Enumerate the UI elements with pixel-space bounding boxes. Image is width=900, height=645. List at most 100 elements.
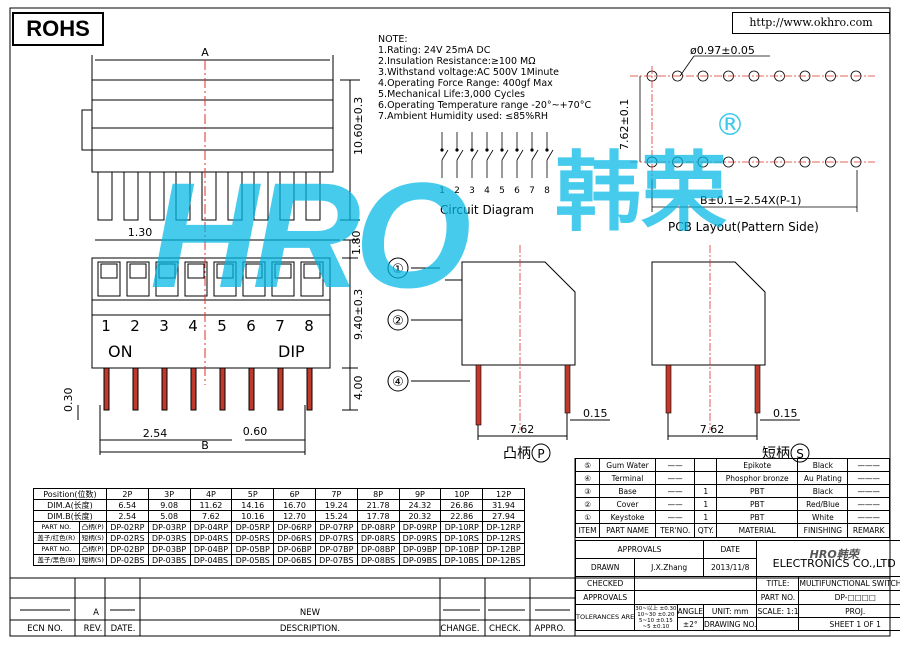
table-header: 5P <box>231 488 275 500</box>
circuit-node <box>440 148 444 152</box>
dim-400-label: 4.00 <box>352 376 365 401</box>
table-header: 7P <box>314 488 358 500</box>
company-name: ELECTRONICS CO.,LTD <box>772 556 896 570</box>
bom-finishing: Black <box>797 458 849 472</box>
pcb-pitch-label: B±0.1=2.54X(P-1) <box>700 194 801 207</box>
circuit-switch-blade <box>531 149 539 161</box>
s-width-label: 7.62 <box>700 423 725 436</box>
drawn-label: DRAWN <box>574 558 636 577</box>
p-pin-label: 0.15 <box>583 407 608 420</box>
angle-value: ±2° <box>676 617 705 631</box>
scale-label: SCALE: 1:1 <box>756 604 800 618</box>
table-header: 3P <box>147 488 191 500</box>
switch-number: 5 <box>217 317 227 335</box>
top-view-tooth <box>253 171 269 221</box>
part-number: DP-04RP <box>189 521 233 533</box>
switch-actuator <box>274 263 292 279</box>
circuit-diagram-label: Circuit Diagram <box>440 203 534 217</box>
part-number: DP-02RS <box>105 532 149 544</box>
pcb-hole <box>825 70 836 82</box>
row-spacing-label: 7.62±0.1 <box>618 99 631 150</box>
note-line: 4.Operating Force Range: 400gf Max <box>378 78 553 89</box>
front-pin <box>103 367 110 411</box>
notes-block: NOTE: 1.Rating: 24V 25mA DC 2.Insulation… <box>378 34 591 122</box>
dim-a-value: 31.94 <box>482 499 525 511</box>
circuit-node <box>515 148 519 152</box>
table-header: 12P <box>482 488 525 500</box>
front-height-label: 9.40±0.3 <box>352 289 365 340</box>
bom-item: ④ <box>574 471 601 485</box>
notes-title: NOTE: <box>378 34 408 45</box>
bom-ter: —— <box>654 497 696 511</box>
circuit-node <box>455 148 459 152</box>
part-row-sublabel: 凸柄(P) <box>78 543 107 555</box>
circuit-switch-blade <box>441 149 449 161</box>
rev-header: REV. <box>83 624 103 634</box>
switch-key <box>213 261 237 297</box>
switch-key <box>97 261 121 297</box>
switch-number: 6 <box>246 317 256 335</box>
top-height-label: 10.60±0.3 <box>352 97 365 155</box>
pcb-layout-label: PCB Layout(Pattern Side) <box>668 220 819 234</box>
hro-watermark: HRO <box>150 151 471 319</box>
drawing-title: MULTIFUNCTIONAL SWITCHES <box>798 576 900 591</box>
dim-a-value: 26.86 <box>440 499 484 511</box>
p-width-label: 7.62 <box>510 423 535 436</box>
callout-4: ④ <box>392 375 404 390</box>
part-number: DP-07RP <box>314 521 358 533</box>
bom-qty: 1 <box>694 497 718 511</box>
bom-material: Epikote <box>716 458 799 472</box>
side-view-s <box>651 261 800 440</box>
bom-header-remark: REMARK <box>847 523 890 538</box>
pitch-label: 2.54 <box>143 427 168 440</box>
switch-number: 2 <box>130 317 140 335</box>
part-number: DP-10BP <box>440 543 484 555</box>
circuit-switch-blade <box>471 149 479 161</box>
dim-180-label: 1.80 <box>350 231 363 256</box>
part-number: DP-03BS <box>147 554 191 566</box>
bom-remark: ——— <box>847 484 890 498</box>
top-view-tooth <box>149 171 165 221</box>
front-pin <box>161 367 168 411</box>
note-line: 6.Operating Temperature range -20°~+70°C <box>378 100 592 111</box>
drawn-date: 2013/11/8 <box>702 558 758 577</box>
bom-qty <box>694 471 718 485</box>
top-view-tooth <box>305 171 321 221</box>
bom-item: ③ <box>574 484 601 498</box>
switch-number: 7 <box>275 317 285 335</box>
side-view-p <box>411 261 610 440</box>
s-pin-right <box>754 364 761 414</box>
s-pin-left <box>665 364 672 414</box>
top-view-tooth <box>227 171 243 221</box>
rev-header: CHANGE. <box>440 624 480 634</box>
bom-item: ① <box>574 510 601 524</box>
tolerance-row: 10~30 ±0.20 <box>637 611 675 618</box>
title-label: TITLE: <box>756 576 800 591</box>
pin-width-label: 0.60 <box>243 425 268 438</box>
switch-number: 8 <box>304 317 314 335</box>
revision-desc: NEW <box>299 608 321 618</box>
dim-a-value: 21.78 <box>356 499 400 511</box>
bom-header-qty: QTY. <box>694 523 718 538</box>
dim-b-value: 5.08 <box>147 510 191 522</box>
note-line: 5.Mechanical Life:3,000 Cycles <box>378 89 525 100</box>
bom-name: Base <box>599 484 656 498</box>
bom-header-item: ITEM <box>574 523 601 538</box>
bom-finishing: Black <box>797 484 849 498</box>
part-number: DP-04BP <box>189 543 233 555</box>
bom-ter: —— <box>654 484 696 498</box>
s-pin-label: 0.15 <box>773 407 798 420</box>
switch-actuator <box>158 263 176 279</box>
front-view <box>77 239 358 455</box>
part-row-label: PART NO. <box>33 521 80 533</box>
dim-a-value: 9.08 <box>147 499 191 511</box>
bom-material: PBT <box>716 510 799 524</box>
rev-header: CHECK. <box>489 624 521 634</box>
circuit-switch-blade <box>456 149 464 161</box>
